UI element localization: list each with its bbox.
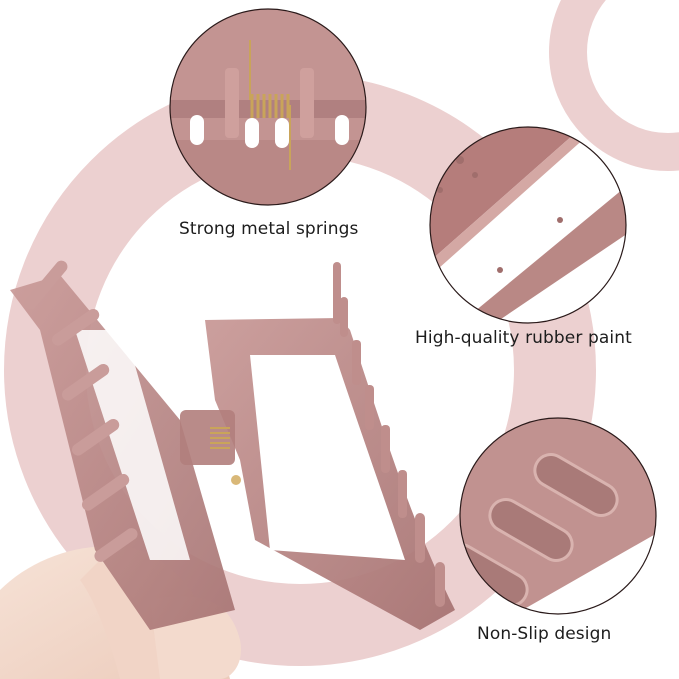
claw-clip-left-jaw [10,260,235,630]
inset-rubber [429,126,627,324]
claw-clip-right-jaw [180,262,455,630]
caption-non-slip-design: Non-Slip design [477,624,612,644]
background-ring-small [549,0,679,171]
caption-strong-metal-springs: Strong metal springs [179,219,359,239]
inset-springs [169,8,367,206]
caption-high-quality-rubber-paint: High-quality rubber paint [415,328,632,348]
inset-nonslip [459,417,657,615]
